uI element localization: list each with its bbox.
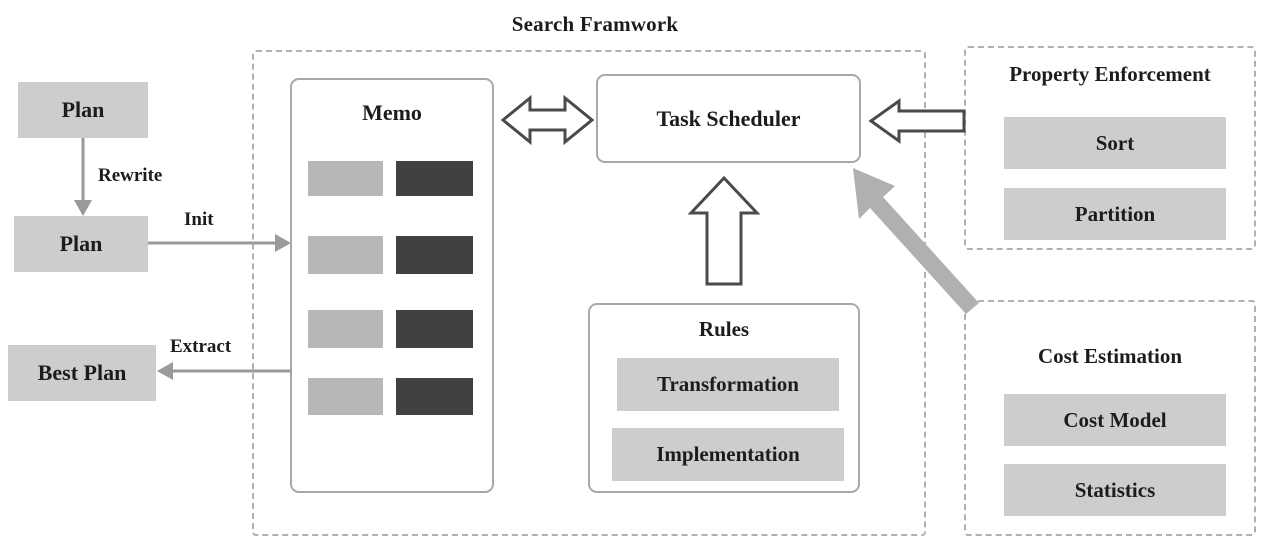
task-scheduler-label: Task Scheduler	[656, 105, 801, 131]
diagram-title: Search Framwork	[511, 12, 679, 36]
cost-estimation-item-cost-model[interactable]: Cost Model	[1004, 394, 1226, 446]
rules-item-transformation[interactable]: Transformation	[617, 358, 839, 411]
property-enforcement-item-sort[interactable]: Sort	[1004, 117, 1226, 169]
memo-slot-light[interactable]	[308, 310, 383, 348]
property-enforcement-heading: Property Enforcement	[1009, 62, 1211, 86]
memo-slot-light[interactable]	[308, 161, 383, 196]
arrow-rewrite	[74, 138, 92, 216]
property-enforcement-region	[964, 46, 1256, 250]
property-enforcement-item-partition[interactable]: Partition	[1004, 188, 1226, 240]
rules-item-implementation[interactable]: Implementation	[612, 428, 844, 481]
node-plan-rewritten[interactable]: Plan	[14, 216, 148, 272]
memo-heading: Memo	[362, 100, 422, 125]
memo-slot-dark[interactable]	[396, 310, 473, 348]
memo-slot-dark[interactable]	[396, 161, 473, 196]
cost-estimation-region	[964, 300, 1256, 536]
memo-slot-light[interactable]	[308, 236, 383, 274]
node-plan-initial[interactable]: Plan	[18, 82, 148, 138]
edge-label-extract: Extract	[170, 336, 232, 357]
memo-slot-dark[interactable]	[396, 236, 473, 274]
task-scheduler-panel[interactable]: Task Scheduler	[596, 74, 861, 163]
memo-panel[interactable]: Memo	[290, 78, 494, 493]
edge-label-rewrite: Rewrite	[98, 165, 163, 186]
memo-slot-light[interactable]	[308, 378, 383, 415]
edge-label-init: Init	[184, 209, 214, 230]
cost-estimation-item-statistics[interactable]: Statistics	[1004, 464, 1226, 516]
memo-slot-dark[interactable]	[396, 378, 473, 415]
node-best-plan[interactable]: Best Plan	[8, 345, 156, 401]
rules-heading: Rules	[698, 317, 750, 341]
cost-estimation-heading: Cost Estimation	[1037, 344, 1183, 368]
